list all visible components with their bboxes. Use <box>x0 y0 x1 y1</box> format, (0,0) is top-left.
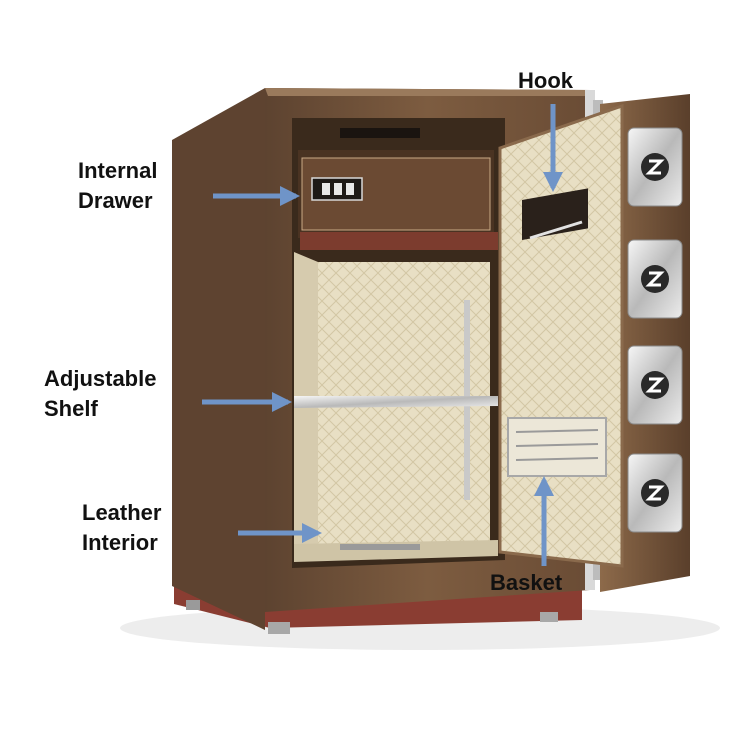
label-adjustable-shelf: Adjustable Shelf <box>44 364 156 424</box>
drawer-lock-digit <box>334 183 342 195</box>
label-leather-interior-line2: Interior <box>82 530 158 555</box>
hook <box>529 220 583 240</box>
drawer-lock-digit <box>322 183 330 195</box>
label-hook: Hook <box>518 66 573 96</box>
locking-bolt <box>627 453 683 533</box>
label-hook-text: Hook <box>518 68 573 93</box>
drawer-base <box>300 232 498 250</box>
label-internal-drawer-line1: Internal <box>78 158 158 183</box>
label-basket-text: Basket <box>490 570 563 595</box>
label-adjustable-shelf-line1: Adjustable <box>44 366 157 391</box>
door-hook-strip <box>522 188 588 240</box>
label-internal-drawer: Internal Drawer <box>78 156 157 216</box>
floor-tray <box>340 544 420 550</box>
locking-bolt <box>627 127 683 207</box>
locking-bolt <box>627 239 683 319</box>
drawer-lock-digit <box>346 183 354 195</box>
drawer-top-slot <box>340 128 420 138</box>
safe-foot <box>540 612 558 622</box>
basket-slot <box>515 429 599 433</box>
basket-slot <box>515 457 599 461</box>
locking-bolt <box>627 345 683 425</box>
safe-side-panel <box>172 88 265 630</box>
label-basket: Basket <box>490 568 562 598</box>
label-adjustable-shelf-line2: Shelf <box>44 396 98 421</box>
door-basket <box>507 417 607 477</box>
label-leather-interior: Leather Interior <box>82 498 161 558</box>
safe-foot <box>268 622 290 634</box>
safe-door-inner <box>498 103 624 568</box>
adjustable-shelf <box>294 396 498 408</box>
safe-foot <box>186 600 200 610</box>
label-internal-drawer-line2: Drawer <box>78 188 153 213</box>
basket-slot <box>515 443 599 447</box>
safe-top-edge <box>265 88 590 96</box>
label-leather-interior-line1: Leather <box>82 500 162 525</box>
